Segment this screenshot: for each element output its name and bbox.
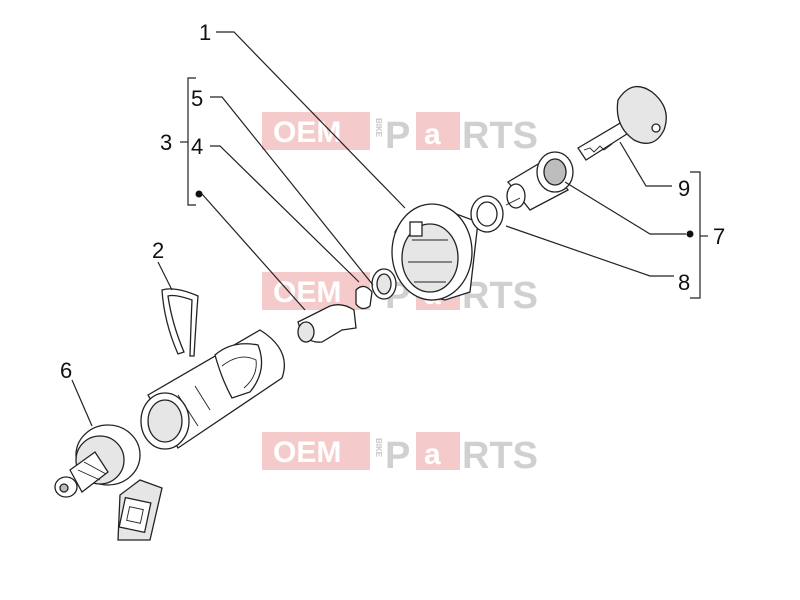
watermark-rts-text: RTS <box>462 115 538 157</box>
watermark-a-text: a <box>424 438 441 471</box>
watermark-rts-text: RTS <box>462 435 538 477</box>
part-4-latch <box>297 304 357 343</box>
callout-2: 2 <box>152 238 164 263</box>
part-2-spring-clip <box>161 288 199 357</box>
watermark-bike-text: BIKE <box>374 438 383 458</box>
bullet-dot-7 <box>686 230 694 238</box>
callout-3: 3 <box>160 130 172 155</box>
part-8-o-ring <box>470 195 504 233</box>
part-7-lock-barrel <box>505 151 574 211</box>
callout-9: 9 <box>678 176 690 201</box>
part-1-lock-housing <box>391 203 479 301</box>
group-bracket-3 <box>180 77 203 206</box>
part-9-key <box>577 85 667 161</box>
callout-5: 5 <box>191 86 203 111</box>
leader-lines <box>71 31 686 427</box>
part-5-clip <box>355 268 397 310</box>
watermark-rts-text: RTS <box>462 275 538 317</box>
watermark-p-text: P <box>385 435 410 477</box>
watermark-top: OEM BIKE P a RTS <box>262 112 538 157</box>
bullet-dot-3 <box>195 190 203 198</box>
callout-labels: 1 2 3 4 5 6 7 8 9 <box>60 20 725 383</box>
watermark-oem-text: OEM <box>273 116 341 149</box>
watermark-oem-text: OEM <box>273 276 341 309</box>
watermark-bike-text: BIKE <box>374 118 383 138</box>
watermark-oem-text: OEM <box>273 436 341 469</box>
callout-4: 4 <box>191 134 203 159</box>
lock-sleeve <box>140 329 286 450</box>
callout-6: 6 <box>60 358 72 383</box>
callout-1: 1 <box>199 20 211 45</box>
callout-8: 8 <box>678 270 690 295</box>
watermark-p-text: P <box>385 115 410 157</box>
part-6-ignition-switch <box>54 424 163 541</box>
group-bracket-7 <box>686 171 708 299</box>
watermark-a-text: a <box>424 118 441 151</box>
callout-7: 7 <box>713 224 725 249</box>
watermark-bottom: OEM BIKE P a RTS <box>262 432 538 477</box>
